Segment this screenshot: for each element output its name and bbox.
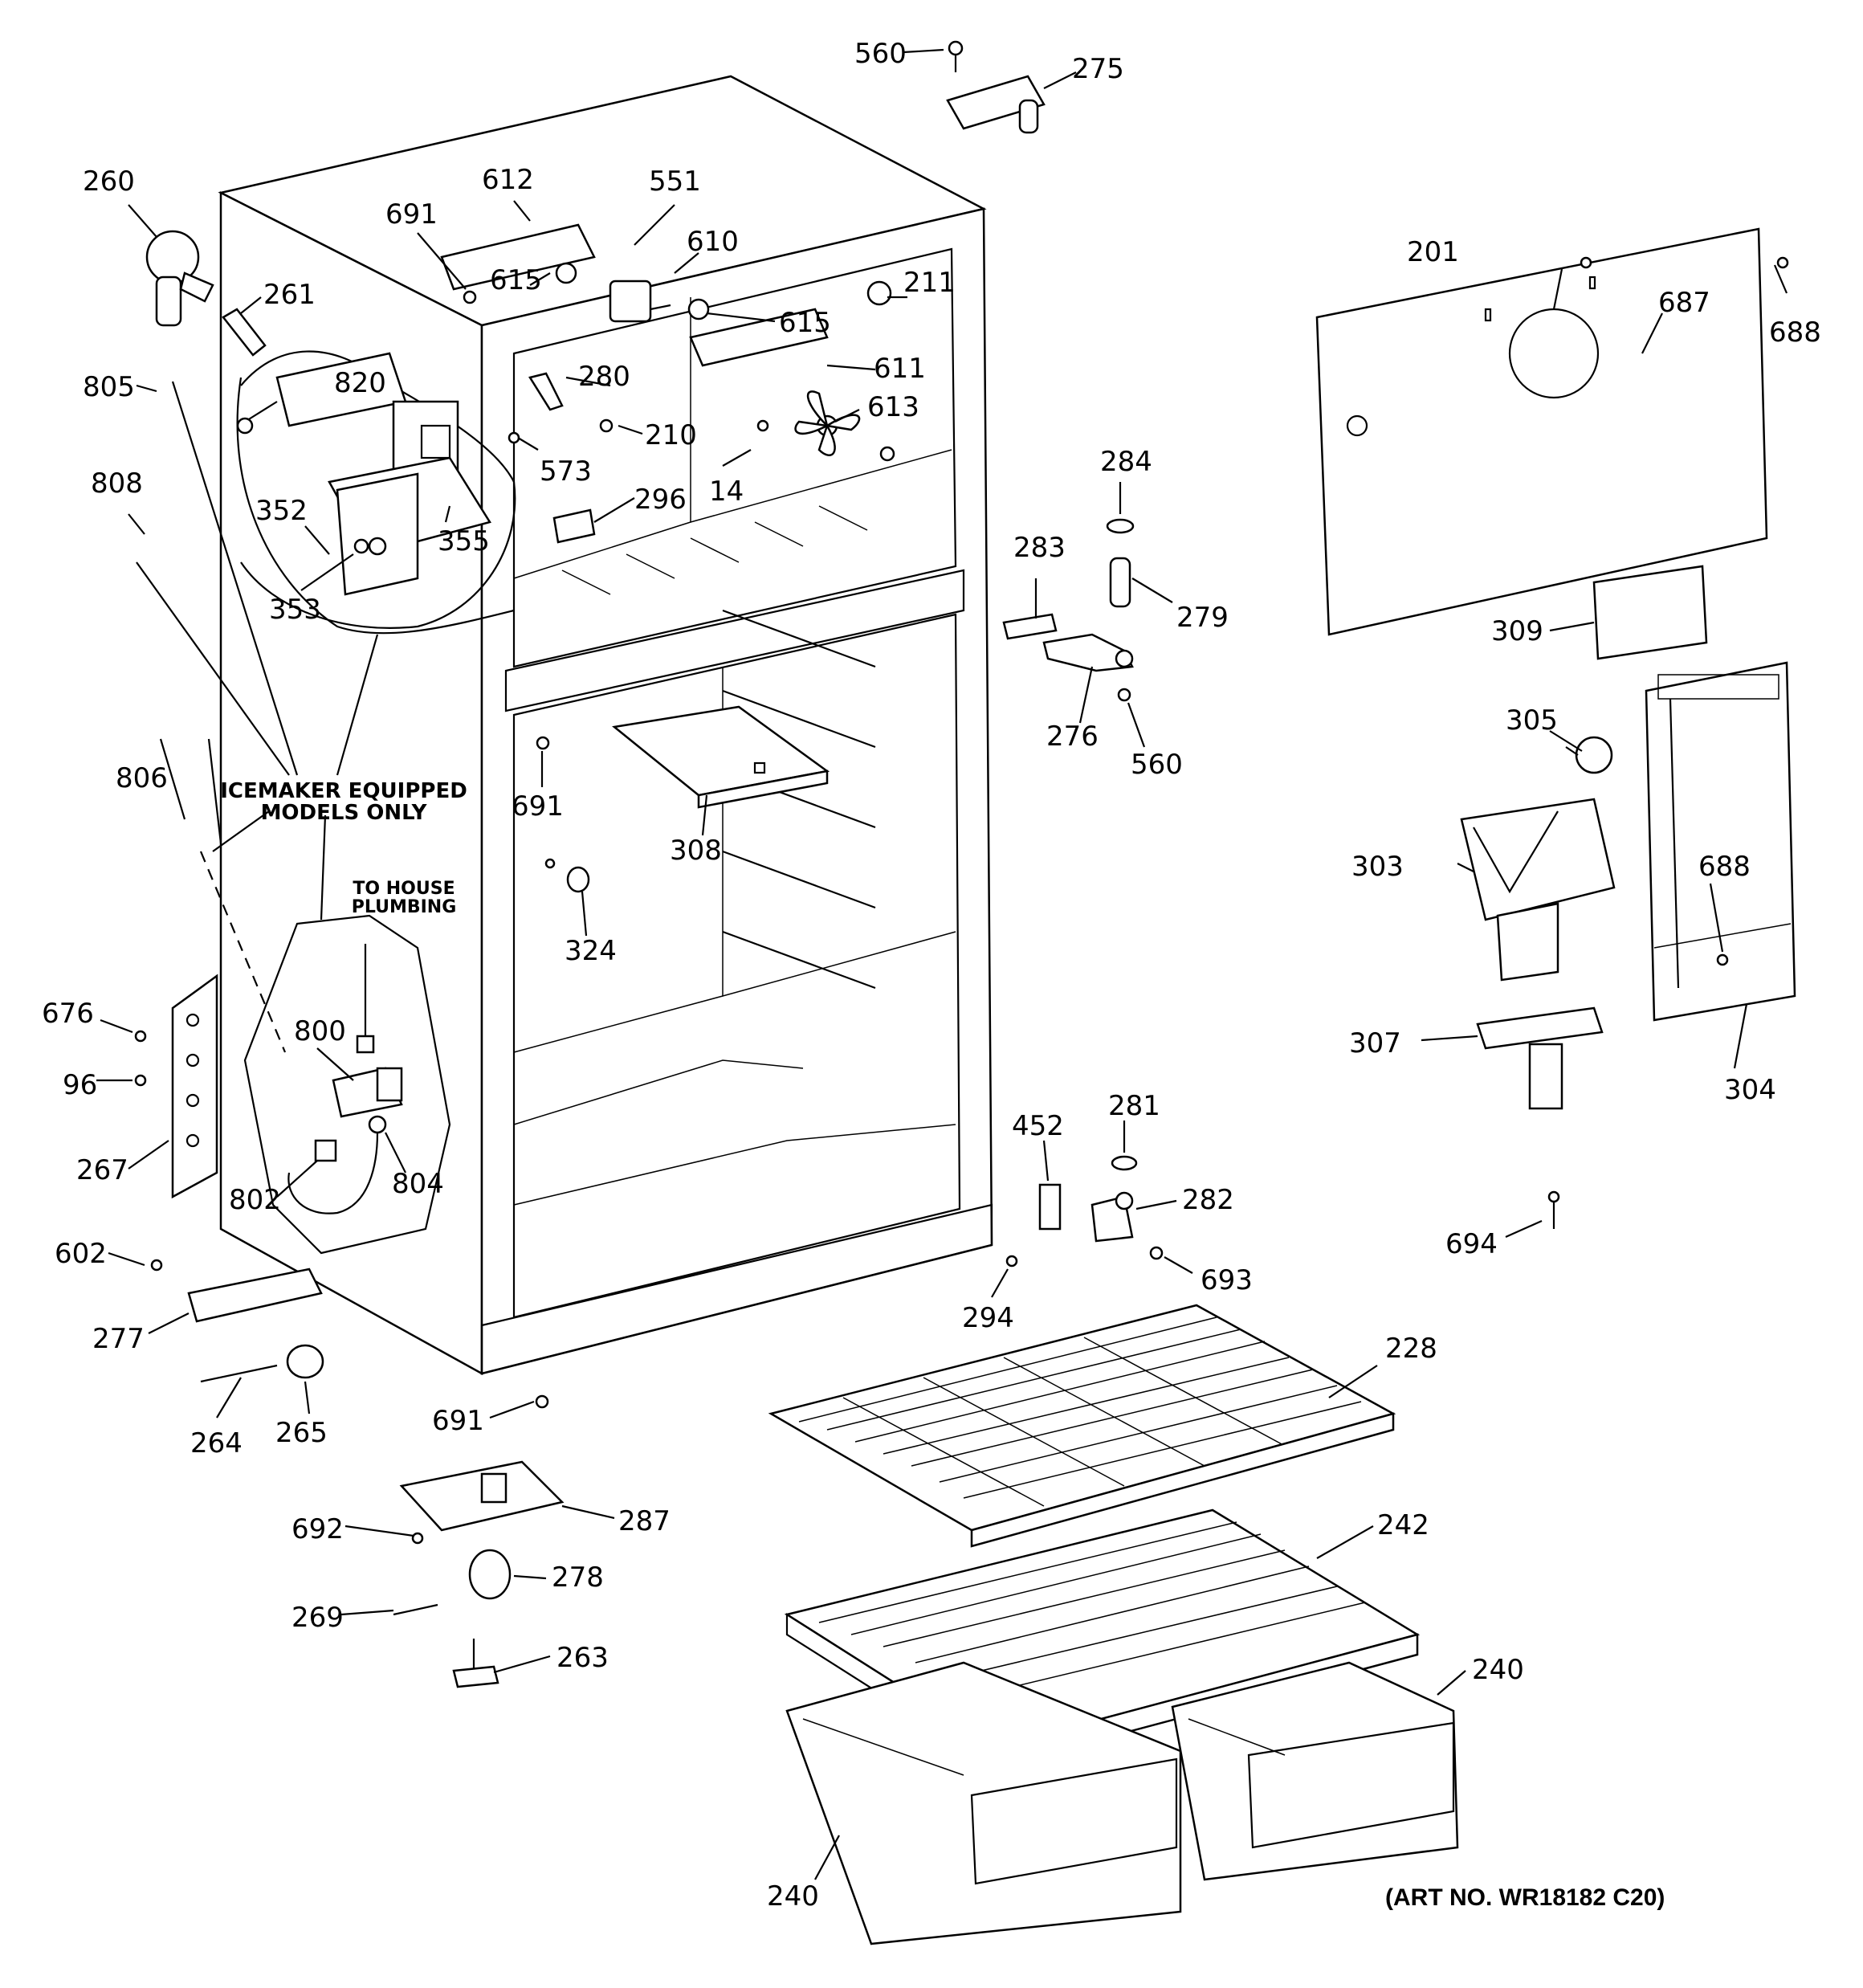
callout-label: 265 [275, 1417, 328, 1449]
callout-label: 263 [556, 1642, 609, 1674]
callout-label: 806 [116, 762, 168, 794]
callout-label: 210 [645, 419, 697, 451]
callout-label: 305 [1506, 704, 1558, 737]
control-303 [1460, 798, 1616, 982]
damper-307 [1476, 1006, 1604, 1110]
callout-label: 276 [1046, 720, 1099, 753]
callout-label: 287 [618, 1505, 671, 1537]
shelf-308 [612, 705, 830, 809]
callout-label: 551 [649, 165, 701, 198]
freezer-fan-components [440, 223, 895, 544]
callout-label: 687 [1658, 287, 1710, 319]
icemaker-note-line2: MODELS ONLY [261, 801, 428, 825]
callout-label: 612 [482, 164, 534, 196]
callout-label: 264 [190, 1427, 243, 1459]
top-hinge [946, 40, 1046, 134]
callout-label: 352 [255, 495, 308, 527]
callout-label: 688 [1769, 316, 1821, 349]
callout-label: 560 [854, 38, 907, 70]
fill-cup [145, 230, 267, 357]
icemaker-note-line1: ICEMAKER EQUIPPED [220, 779, 467, 803]
callout-label: 613 [867, 391, 919, 423]
callout-label: 602 [55, 1238, 107, 1270]
callout-label: 228 [1385, 1333, 1437, 1365]
wire-shelf [768, 1304, 1396, 1548]
callout-label: 240 [767, 1880, 819, 1912]
center-hinge-parts [1002, 518, 1135, 702]
icemaker-assembly [236, 350, 516, 629]
callout-label: 260 [83, 165, 135, 198]
callout-label: 277 [92, 1323, 145, 1355]
callout-label: 303 [1351, 851, 1404, 883]
notes: ICEMAKER EQUIPPED MODELS ONLY TO HOUSE P… [220, 779, 1665, 1911]
callout-label: 304 [1724, 1074, 1776, 1106]
cabinet [218, 75, 993, 1376]
callout-label: 693 [1201, 1264, 1253, 1296]
callout-label: 261 [263, 279, 316, 311]
callout-label: 694 [1445, 1228, 1498, 1260]
crisper-drawers [785, 1661, 1459, 1945]
plumbing-note-line1: TO HOUSE [353, 879, 455, 899]
callout-label: 615 [779, 307, 831, 339]
plumbing-note-line2: PLUMBING [352, 897, 457, 917]
callout-label: 353 [269, 594, 321, 626]
callout-label: 279 [1176, 602, 1229, 634]
callout-label: 281 [1108, 1090, 1160, 1122]
callout-labels: 560 275 260 612 551 691 615 610 261 211 … [42, 38, 1821, 1912]
callout-label: 267 [76, 1154, 128, 1186]
callout-label: 309 [1491, 615, 1543, 647]
callout-label: 284 [1100, 446, 1152, 478]
panel-309 [1592, 565, 1708, 660]
art-number: (ART NO. WR18182 C20) [1385, 1884, 1665, 1911]
callout-label: 324 [565, 935, 617, 967]
bottom-hinge-parts [1005, 256, 1789, 1268]
callout-label: 242 [1377, 1509, 1429, 1541]
callout-label: 691 [432, 1405, 484, 1437]
callout-label: 804 [392, 1168, 444, 1200]
callout-label: 805 [83, 371, 135, 403]
callout-label: 296 [634, 484, 687, 516]
callout-label: 201 [1407, 236, 1459, 268]
callout-label: 820 [334, 367, 386, 399]
callout-label: 14 [709, 476, 744, 508]
callout-label: 802 [229, 1184, 281, 1216]
callout-label: 280 [578, 361, 630, 393]
callout-label: 452 [1012, 1110, 1064, 1142]
callout-label: 573 [540, 455, 592, 488]
callout-label: 283 [1013, 532, 1066, 564]
callout-label: 294 [962, 1302, 1014, 1334]
callout-label: 615 [490, 264, 542, 296]
callout-label: 800 [294, 1015, 346, 1047]
leader-lines [96, 48, 1788, 1880]
callout-label: 307 [1349, 1027, 1401, 1059]
callout-label: 692 [291, 1513, 344, 1545]
callout-label: 240 [1472, 1654, 1524, 1686]
control-housing [1645, 661, 1796, 1022]
callout-label: 269 [291, 1602, 344, 1634]
callout-label: 278 [552, 1561, 604, 1594]
callout-label: 676 [42, 998, 94, 1030]
water-valve-assembly [199, 738, 451, 1255]
callout-label: 691 [512, 790, 564, 823]
callout-label: 275 [1072, 53, 1124, 85]
callout-label: 688 [1698, 851, 1751, 883]
callout-label: 96 [63, 1069, 97, 1101]
side-bracket [134, 974, 218, 1199]
control-knob [1565, 736, 1613, 774]
callout-label: 808 [91, 467, 143, 500]
callout-label: 211 [903, 267, 956, 299]
callout-label: 610 [687, 226, 739, 258]
callout-label: 308 [670, 835, 722, 867]
callout-label: 282 [1182, 1184, 1234, 1216]
base-parts [150, 1259, 565, 1688]
callout-label: 611 [874, 353, 926, 385]
callout-label: 691 [385, 198, 438, 231]
callout-label: 355 [438, 525, 490, 557]
light-socket [536, 736, 590, 893]
callout-label: 560 [1131, 749, 1183, 781]
